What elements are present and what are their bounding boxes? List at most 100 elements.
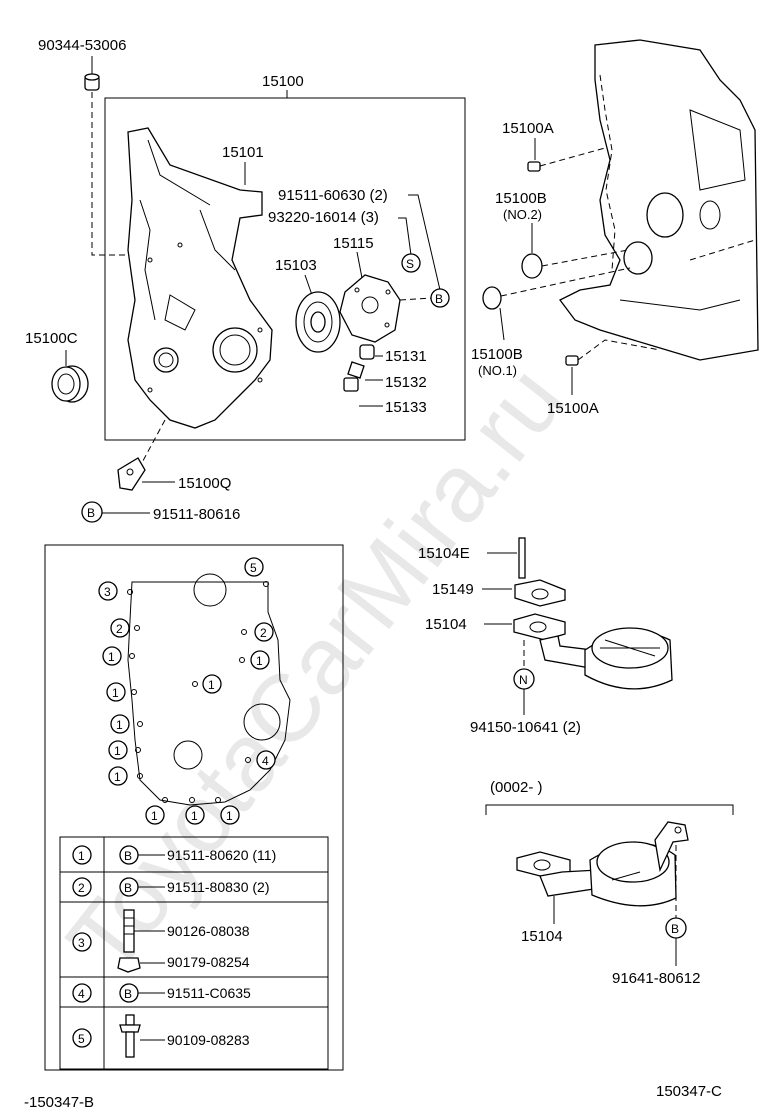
marker-s-seal bbox=[401, 253, 421, 273]
dash-15100A-top bbox=[539, 147, 606, 167]
oil-seal-15100C bbox=[51, 365, 89, 403]
engine-rib bbox=[689, 109, 746, 191]
dash-90344 bbox=[91, 92, 138, 256]
timing-cover-group: 15100 90344-53006 15101 bbox=[25, 37, 466, 523]
engine-port-2 bbox=[623, 241, 653, 275]
label-15101[interactable]: 15101 bbox=[222, 144, 264, 161]
bolt-table-row-2[interactable]: 2 B 91511-80830 (2) bbox=[72, 877, 269, 897]
label-15100A-top[interactable]: 15100A bbox=[502, 120, 554, 137]
svg-text:1: 1 bbox=[116, 718, 123, 732]
bolt-table-row-5[interactable]: 5 90109-08283 bbox=[72, 1014, 250, 1058]
svg-text:1: 1 bbox=[151, 809, 158, 823]
dash-15100A-bot bbox=[577, 339, 661, 361]
svg-text:2: 2 bbox=[78, 881, 85, 895]
part-91511-80620: 91511-80620 (11) bbox=[167, 847, 276, 863]
label-15100[interactable]: 15100 bbox=[262, 73, 304, 90]
engine-block-hidden-edge bbox=[599, 74, 616, 271]
svg-text:5: 5 bbox=[78, 1032, 85, 1046]
sensor-15100Q bbox=[117, 457, 146, 491]
marker-n-text: N bbox=[519, 673, 528, 687]
engine-rib-2 bbox=[619, 299, 741, 311]
svg-text:1: 1 bbox=[208, 678, 215, 692]
label-15100B-bot[interactable]: 15100B bbox=[471, 346, 523, 363]
pump-plate-15115 bbox=[339, 274, 401, 343]
svg-text:B: B bbox=[124, 987, 132, 1001]
engine-port-1 bbox=[646, 192, 684, 238]
svg-text:1: 1 bbox=[114, 744, 121, 758]
variant-group: (0002- ) 15104 B 91641-80612 bbox=[485, 779, 734, 987]
dash-15100Q bbox=[137, 419, 166, 471]
svg-text:1: 1 bbox=[226, 809, 233, 823]
relief-valve-parts bbox=[343, 344, 375, 392]
label-15149[interactable]: 15149 bbox=[432, 581, 474, 598]
bolt-map-box bbox=[44, 544, 344, 1071]
stud-icon bbox=[123, 909, 135, 953]
part-91511-C0635: 91511-C0635 bbox=[167, 985, 251, 1001]
dowel-15100A-bot bbox=[565, 355, 579, 366]
engine-dash-1 bbox=[689, 239, 756, 261]
label-91511-80616[interactable]: 91511-80616 bbox=[153, 506, 240, 523]
label-15104[interactable]: 15104 bbox=[425, 616, 467, 633]
label-15131[interactable]: 15131 bbox=[385, 348, 427, 365]
marker-b-variant-text: B bbox=[671, 922, 679, 936]
label-15115[interactable]: 15115 bbox=[333, 235, 374, 252]
dash-b-bolt bbox=[399, 297, 432, 301]
leader-91511-60630 bbox=[408, 194, 441, 291]
bolt-map-group: 5 3 2 2 1 1 1 1 1 1 4 1 1 1 1 bbox=[44, 544, 344, 1071]
label-15104E[interactable]: 15104E bbox=[418, 545, 470, 562]
dowel-15100A-top bbox=[527, 161, 541, 172]
assembly-box-15100 bbox=[104, 97, 466, 441]
label-15133[interactable]: 15133 bbox=[385, 399, 427, 416]
part-90179-08254: 90179-08254 bbox=[167, 954, 250, 970]
part-90109-08283: 90109-08283 bbox=[167, 1032, 250, 1048]
label-15100A-bot[interactable]: 15100A bbox=[547, 400, 599, 417]
footer-code-right: 150347-C bbox=[656, 1083, 722, 1100]
nut-icon bbox=[117, 957, 141, 973]
marker-b-80616 bbox=[81, 501, 103, 523]
bolt-table: 1 B 91511-80620 (11) 2 B 91511-80830 (2)… bbox=[59, 836, 329, 1070]
label-91641-80612[interactable]: 91641-80612 bbox=[612, 970, 700, 987]
label-15100C[interactable]: 15100C bbox=[25, 330, 78, 347]
svg-text:1: 1 bbox=[112, 686, 119, 700]
engine-port-3 bbox=[699, 200, 721, 230]
plug-90344 bbox=[84, 73, 100, 91]
label-93220-16014[interactable]: 93220-16014 (3) bbox=[268, 209, 379, 226]
bolt-table-row-4[interactable]: 4 B 91511-C0635 bbox=[72, 983, 251, 1003]
label-15103[interactable]: 15103 bbox=[275, 257, 317, 274]
label-variant-range[interactable]: (0002- ) bbox=[490, 779, 543, 796]
dash-15100B-no2 bbox=[541, 249, 629, 267]
svg-text:4: 4 bbox=[78, 987, 85, 1001]
rotor-15103 bbox=[295, 291, 341, 353]
part-90126-08038: 90126-08038 bbox=[167, 923, 250, 939]
label-94150-10641[interactable]: 94150-10641 (2) bbox=[470, 719, 581, 736]
svg-text:2: 2 bbox=[116, 622, 123, 636]
bolt-map-hole-center bbox=[173, 740, 203, 770]
leader-15100B-bot bbox=[499, 307, 505, 341]
svg-text:1: 1 bbox=[114, 770, 121, 784]
bolt-table-row-1[interactable]: 1 B 91511-80620 (11) bbox=[72, 845, 276, 865]
label-91511-60630[interactable]: 91511-60630 (2) bbox=[278, 187, 388, 204]
leader-15115 bbox=[356, 251, 363, 279]
label-no1[interactable]: (NO.1) bbox=[478, 363, 517, 378]
bolt-map-hole-top bbox=[193, 573, 227, 607]
label-no2[interactable]: (NO.2) bbox=[503, 207, 542, 222]
part-91511-80830: 91511-80830 (2) bbox=[167, 879, 269, 895]
svg-text:1: 1 bbox=[256, 654, 263, 668]
engine-block-group: 15100A 15100B (NO.2) 15100B (NO.1) 15100… bbox=[471, 39, 759, 417]
variant-bracket bbox=[485, 804, 734, 815]
svg-text:B: B bbox=[124, 849, 132, 863]
label-15100Q[interactable]: 15100Q bbox=[178, 475, 231, 492]
svg-text:B: B bbox=[124, 881, 132, 895]
label-15104-variant[interactable]: 15104 bbox=[521, 928, 563, 945]
strainer-variant bbox=[516, 821, 689, 907]
label-15132[interactable]: 15132 bbox=[385, 374, 427, 391]
bolt-table-row-3[interactable]: 3 90126-08038 90179-08254 bbox=[72, 909, 250, 973]
label-15100B-top[interactable]: 15100B bbox=[495, 190, 547, 207]
label-90344-53006[interactable]: 90344-53006 bbox=[38, 37, 126, 54]
stud-15104E bbox=[518, 537, 526, 579]
strainer-group: 15104E 15149 15104 N 94150-10641 (2) bbox=[418, 537, 673, 736]
marker-s-text: S bbox=[406, 257, 414, 271]
strainer-15104 bbox=[513, 613, 673, 690]
bolt-head-icon bbox=[125, 1014, 135, 1026]
